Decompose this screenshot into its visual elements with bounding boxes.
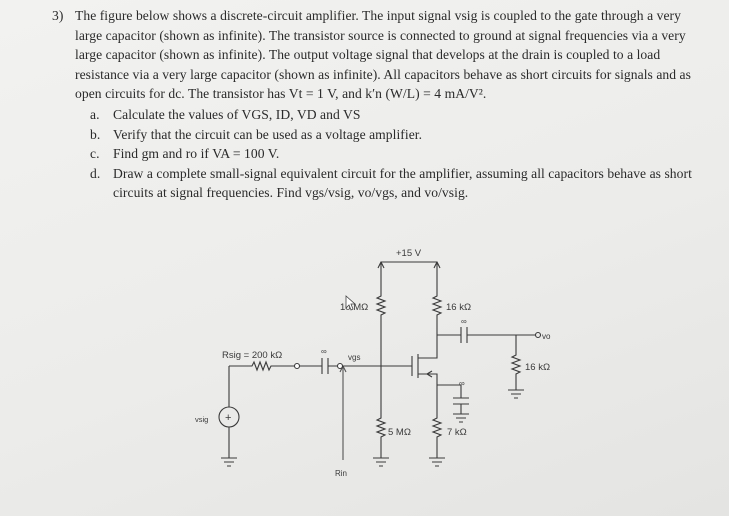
part-label: b.	[90, 126, 101, 142]
part-text: Find gm and ro if VA = 100 V.	[113, 146, 280, 162]
mosfet-arrow	[426, 370, 433, 378]
output-node	[534, 331, 542, 339]
load-resistor-label: 16 kΩ	[525, 362, 550, 373]
source-plus-sign: +	[225, 412, 231, 424]
supply-label: +15 V	[396, 248, 422, 259]
mosfet	[381, 350, 438, 385]
source-resistor	[431, 385, 443, 458]
gate-ground	[373, 457, 389, 467]
part-c: c. Find gm and ro if VA = 100 V.	[90, 144, 702, 164]
source-bypass-capacitor	[437, 384, 469, 414]
output-coupling-capacitor	[437, 327, 535, 343]
part-text: Verify that the circuit can be used as a…	[113, 126, 423, 142]
drain-resistor-label: 16 kΩ	[446, 302, 471, 313]
part-label: d.	[90, 165, 101, 181]
source-signal-ground	[221, 457, 237, 467]
gate-bottom-resistor-label: 5 MΩ	[388, 427, 411, 438]
load-resistor	[510, 335, 522, 390]
supply-rail	[380, 261, 438, 272]
bypass-ground	[453, 413, 469, 423]
part-label: a.	[90, 106, 100, 122]
rsig-node	[293, 362, 301, 370]
gate-top-resistor-label: 10 MΩ	[340, 302, 368, 313]
question-stem-text: The figure below shows a discrete-circui…	[75, 8, 691, 102]
input-cap-value: ∞	[321, 347, 327, 356]
question-block: 3) The figure below shows a discrete-cir…	[52, 6, 702, 203]
question-parts: a. Calculate the values of VGS, ID, VD an…	[90, 105, 702, 203]
rsig-label: Rsig = 200 kΩ	[222, 350, 282, 361]
vgs-label: vgs	[348, 353, 360, 362]
output-cap-value: ∞	[461, 317, 467, 326]
input-coupling-capacitor	[300, 358, 381, 374]
gate-top-resistor	[375, 272, 387, 346]
source-ground	[429, 457, 445, 467]
source-resistor-label: 7 kΩ	[447, 427, 467, 438]
rsig-resistor	[229, 360, 294, 372]
question-number: 3)	[52, 8, 64, 23]
rin-label: Rin	[335, 469, 347, 478]
output-voltage-label: vo	[542, 332, 551, 341]
mouse-cursor-icon	[345, 295, 357, 311]
part-text: Draw a complete small-signal equivalent …	[113, 165, 692, 201]
bypass-cap-value: ∞	[459, 379, 465, 388]
load-ground	[508, 389, 524, 399]
part-text: Calculate the values of VGS, ID, VD and …	[113, 106, 361, 122]
part-a: a. Calculate the values of VGS, ID, VD an…	[90, 105, 702, 125]
drain-resistor	[431, 272, 443, 350]
signal-source	[218, 406, 240, 428]
question-stem: The figure below shows a discrete-circui…	[75, 6, 702, 104]
gate-node	[336, 362, 344, 370]
part-label: c.	[90, 146, 100, 162]
part-b: b. Verify that the circuit can be used as…	[90, 125, 702, 145]
part-d: d. Draw a complete small-signal equivalen…	[90, 164, 702, 203]
supply-arrows	[377, 261, 441, 269]
vsig-label: vsig	[195, 415, 208, 424]
gate-bottom-resistor	[375, 346, 387, 458]
